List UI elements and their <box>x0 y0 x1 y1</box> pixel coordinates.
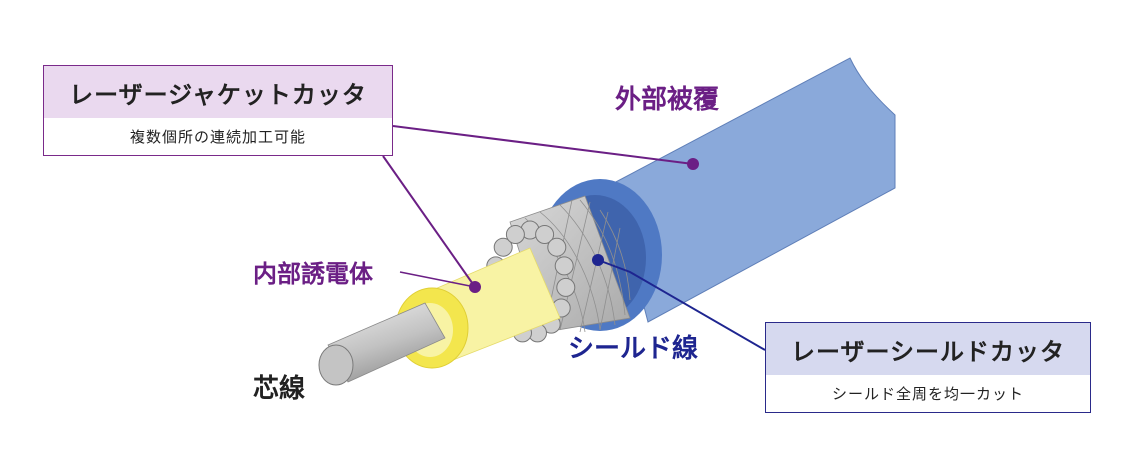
leader-dielectric-label <box>399 271 476 288</box>
shield-strand-end <box>547 237 567 257</box>
marker-outer-jacket <box>687 158 699 170</box>
shield-strand-end <box>505 225 525 244</box>
leader-shield <box>597 259 766 351</box>
label-outer-jacket: 外部被覆 <box>615 85 720 115</box>
shield-strand-end <box>493 237 513 257</box>
callout-jacket-cutter: レーザージャケットカッタ 複数個所の連続加工可能 <box>43 65 393 156</box>
marker-shield <box>592 254 604 266</box>
leader-jacket-to-dielectric <box>382 155 476 288</box>
leader-jacket-to-outer <box>392 125 694 165</box>
shield-strand-end <box>535 225 555 244</box>
marker-dielectric <box>469 281 481 293</box>
core-wire <box>318 302 446 386</box>
label-shield-wire: シールド線 <box>568 333 698 364</box>
callout-jacket-cutter-description: 複数個所の連続加工可能 <box>129 128 306 146</box>
callout-shield-cutter: レーザーシールドカッタ シールド全周を均一カット <box>765 322 1091 413</box>
label-inner-dielectric: 内部誘電体 <box>253 260 374 288</box>
shield-strand-end <box>554 256 574 276</box>
callout-shield-cutter-description: シールド全周を均一カット <box>831 385 1024 403</box>
label-core-wire: 芯線 <box>253 373 305 404</box>
core-end-face <box>318 344 354 386</box>
callout-jacket-cutter-title: レーザージャケットカッタ <box>44 66 392 118</box>
callout-shield-cutter-title: レーザーシールドカッタ <box>766 323 1090 375</box>
shield-strand-end <box>556 277 576 297</box>
leader-lines <box>382 125 766 351</box>
